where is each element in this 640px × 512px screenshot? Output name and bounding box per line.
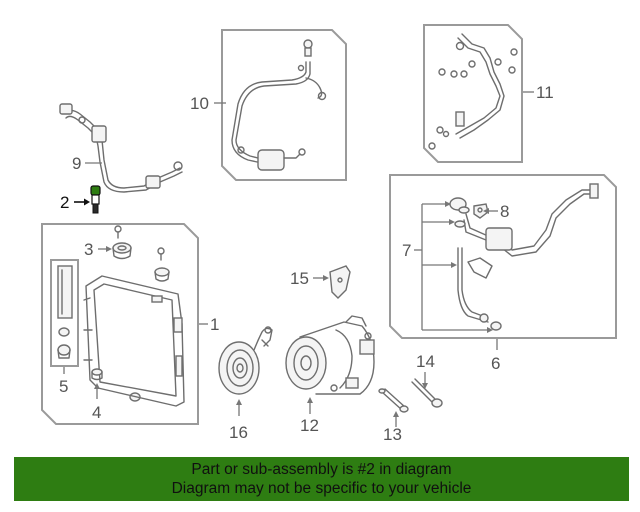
bracket-part-15[interactable]	[329, 265, 351, 299]
callout-4: 4	[92, 403, 101, 422]
callout-3-arrowhead	[106, 246, 112, 252]
callout-3: 3	[84, 240, 93, 259]
callout-14-arrowhead	[422, 383, 428, 389]
callout-6: 6	[491, 354, 500, 373]
callout-1: 1	[210, 315, 219, 334]
callout-14: 14	[416, 352, 435, 371]
callout-16-arrowhead	[236, 399, 242, 405]
discharge-hose-part-10[interactable]	[231, 39, 327, 171]
pipe-group-box	[389, 174, 617, 339]
callout-9: 9	[72, 154, 81, 173]
callout-7-arrowhead-b	[449, 219, 455, 225]
compressor-part-12[interactable]	[285, 315, 375, 395]
pipe-part-6[interactable]	[457, 183, 599, 331]
callout-7-arrowhead-d	[487, 327, 493, 333]
callout-7: 7	[402, 241, 411, 260]
callout-13-arrowhead	[393, 411, 399, 417]
stud-part-13[interactable]	[378, 388, 409, 413]
callout-12-arrowhead	[307, 397, 313, 403]
callout-5: 5	[59, 377, 68, 396]
notice-line-1: Part or sub-assembly is #2 in diagram	[191, 461, 452, 478]
dryer-subgroup-box	[50, 259, 79, 367]
condenser-group-box	[41, 223, 199, 425]
clutch-pulley-part-16[interactable]	[218, 326, 273, 395]
callout-2: 2	[60, 193, 69, 212]
dryer-part-5[interactable]	[57, 265, 73, 359]
callout-10: 10	[190, 94, 209, 113]
callout-12: 12	[300, 416, 319, 435]
callout-8: 8	[500, 202, 509, 221]
valve-part-2[interactable]	[90, 185, 101, 214]
diagram-notice-banner: Part or sub-assembly is #2 in diagram Di…	[14, 457, 629, 501]
hose-part-9[interactable]	[59, 103, 183, 193]
notice-line-2: Diagram may not be specific to your vehi…	[171, 480, 472, 497]
callout-4-arrowhead	[94, 383, 100, 389]
hose-11-group-box	[423, 24, 523, 163]
suction-hose-part-11[interactable]	[428, 33, 518, 150]
cap-part-3[interactable]	[112, 242, 132, 260]
callout-7-arrowhead-a	[445, 201, 451, 207]
callout-13: 13	[383, 425, 402, 444]
bolt-part-4[interactable]	[91, 368, 103, 381]
condenser-part-1[interactable]	[83, 275, 185, 407]
valve-part-8[interactable]	[473, 203, 489, 219]
callout-2-arrowhead	[84, 198, 90, 206]
o-ring-part-7[interactable]	[449, 197, 470, 228]
callout-7-arrowhead-c	[451, 262, 457, 268]
callout-8-arrowhead	[483, 208, 489, 214]
callout-11: 11	[536, 83, 554, 102]
callout-16: 16	[229, 423, 248, 442]
callout-15: 15	[290, 269, 309, 288]
callout-15-arrowhead	[323, 275, 329, 281]
hose-10-group-box	[221, 29, 347, 181]
